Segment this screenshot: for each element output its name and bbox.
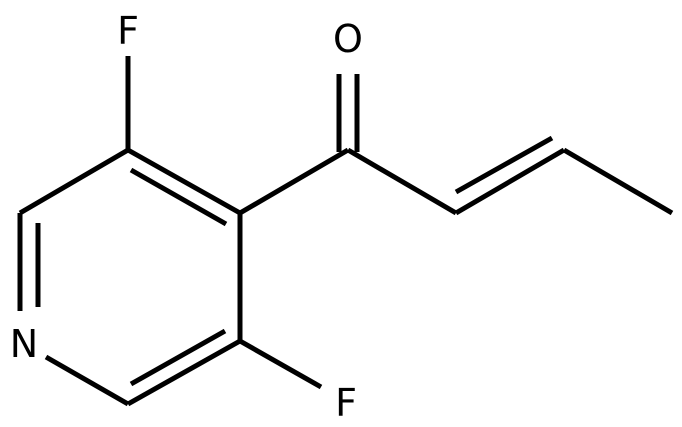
ring-bond-c3-c4 [126,147,242,216]
oxygen-label: O [333,17,363,61]
ring-bond-c5-c6 [126,338,242,407]
ring-bond-c2-c3 [18,147,130,216]
bond-carbonyl-alkene [346,147,458,216]
fluorine-top-label: F [117,9,139,53]
fluorine-bottom-label: F [335,381,357,425]
nitrogen-label: N [10,322,38,366]
bond-c5-fluorine [238,338,323,390]
pyridine-ring [17,147,243,407]
ring-bond-c3-c4-inner [129,167,228,227]
bond-alkene-inner [454,135,554,195]
bond-ring-carbonyl [238,147,350,216]
ring-bond-c5-c6-inner [129,328,227,387]
butenoyl-chain [238,74,674,216]
bond-alkene [454,147,566,216]
bond-alkene-methyl [562,147,674,216]
ring-bond-c6-n1 [44,354,130,407]
